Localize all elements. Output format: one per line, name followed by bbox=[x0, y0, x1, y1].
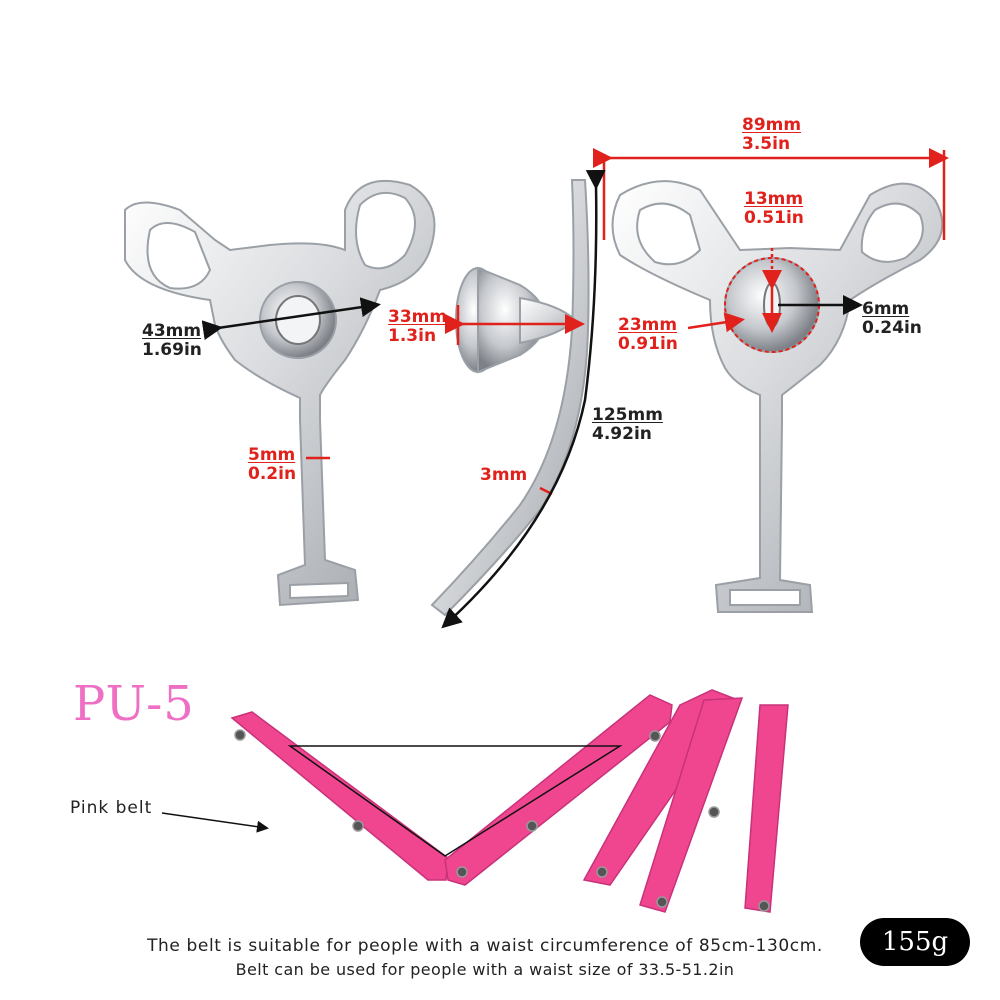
ring-diameter-label: 23mm 0.91in bbox=[618, 316, 678, 354]
stem-width-in: 0.2in bbox=[248, 464, 297, 484]
hole-height-in: 0.51in bbox=[744, 208, 804, 228]
hole-width-in: 0.24in bbox=[862, 318, 922, 338]
thickness-mm: 3mm bbox=[480, 465, 528, 485]
tube-length-mm: 33mm bbox=[388, 307, 448, 327]
tube-length-in: 1.3in bbox=[388, 326, 437, 346]
total-length-mm: 125mm bbox=[592, 405, 663, 425]
left-plate bbox=[124, 179, 436, 607]
ring-diameter-mm: 23mm bbox=[618, 315, 678, 335]
description-line-2: Belt can be used for people with a waist… bbox=[235, 960, 735, 979]
left-width-label: 43mm 1.69in bbox=[142, 322, 202, 360]
pink-belt-label: Pink belt bbox=[70, 798, 153, 818]
thickness-label: 3mm bbox=[480, 466, 527, 485]
dimension-lines bbox=[201, 148, 949, 629]
hole-height-label: 13mm 0.51in bbox=[744, 190, 804, 228]
left-width-in: 1.69in bbox=[142, 340, 202, 360]
description-line-1: The belt is suitable for people with a w… bbox=[147, 936, 823, 956]
overall-width-label: 89mm 3.5in bbox=[742, 116, 801, 154]
pink-belts bbox=[230, 689, 789, 913]
weight-badge: 155g bbox=[860, 918, 970, 966]
total-length-in: 4.92in bbox=[592, 424, 652, 444]
stem-width-mm: 5mm bbox=[248, 445, 296, 465]
tube-length-label: 33mm 1.3in bbox=[388, 308, 447, 346]
belt-triangle bbox=[161, 745, 623, 857]
hole-width-mm: 6mm bbox=[862, 299, 910, 319]
hole-width-label: 6mm 0.24in bbox=[862, 300, 922, 338]
overall-width-in: 3.5in bbox=[742, 134, 791, 154]
right-plate bbox=[611, 180, 944, 613]
side-profile bbox=[430, 179, 590, 617]
ring-diameter-in: 0.91in bbox=[618, 334, 678, 354]
hole-height-mm: 13mm bbox=[744, 189, 804, 209]
stem-width-label: 5mm 0.2in bbox=[248, 446, 296, 484]
overall-width-mm: 89mm bbox=[742, 115, 802, 135]
left-width-mm: 43mm bbox=[142, 321, 202, 341]
total-length-label: 125mm 4.92in bbox=[592, 406, 663, 444]
model-name: PU-5 bbox=[73, 676, 195, 732]
